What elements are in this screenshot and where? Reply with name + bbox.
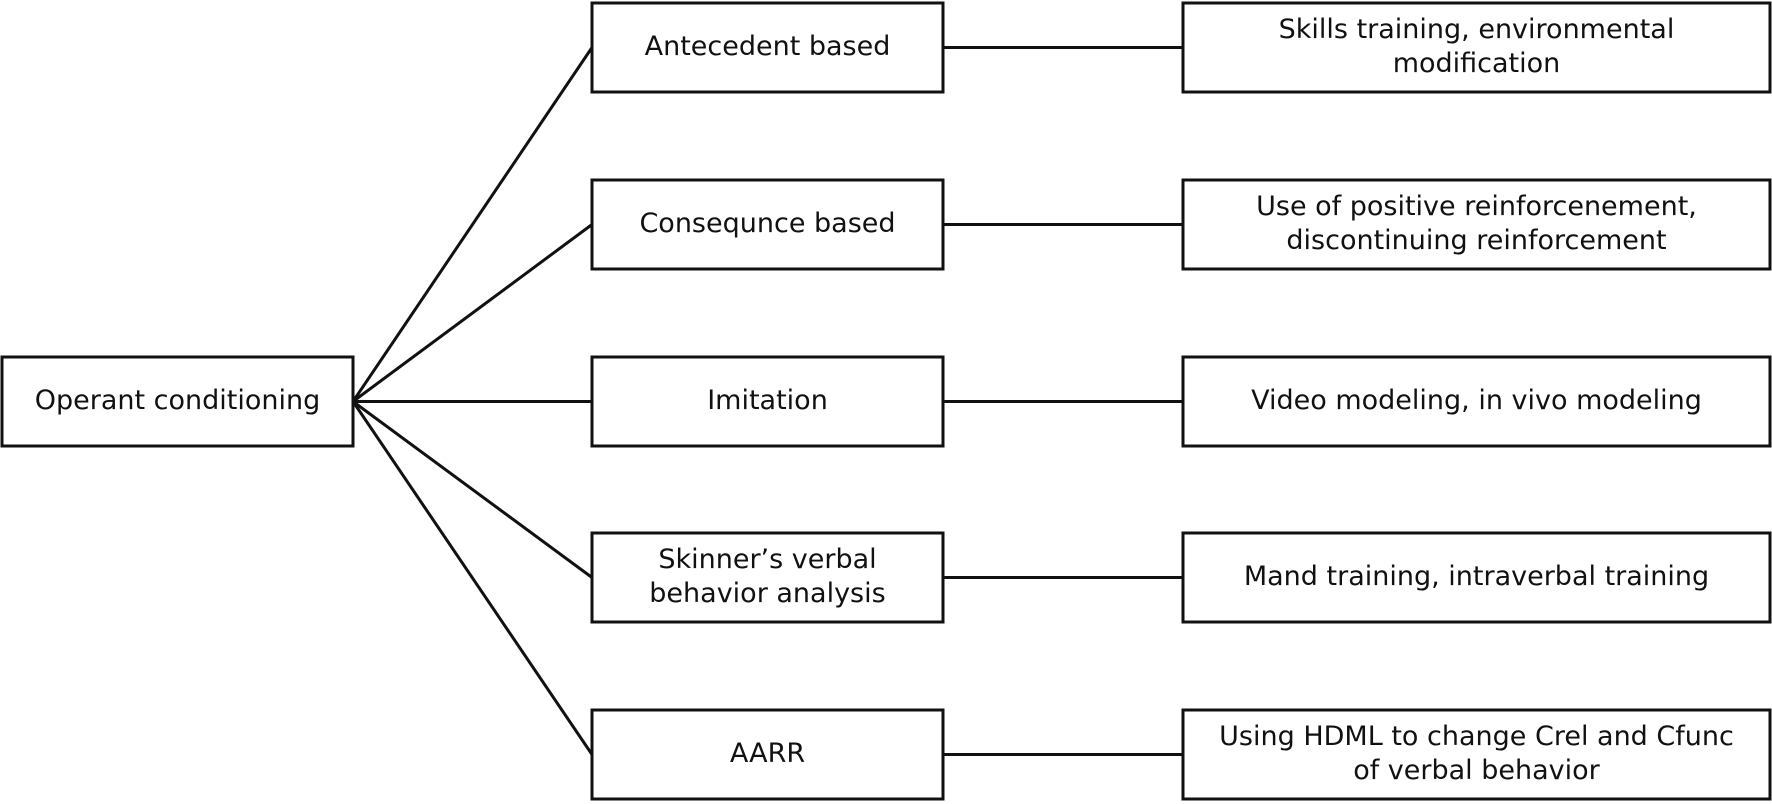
example-label: Using HDML to change Crel and Cfunc <box>1219 721 1734 752</box>
method-box-1 <box>590 1 945 94</box>
method-label: Consequnce based <box>639 208 895 239</box>
method-box-3 <box>590 355 945 448</box>
method-label: Skinner’s verbal <box>658 544 876 575</box>
connector-root-branch-1 <box>351 46 594 403</box>
root-label: Operant conditioning <box>35 385 321 416</box>
example-box-5 <box>1181 708 1772 801</box>
example-label: modification <box>1393 48 1561 79</box>
method-label: Antecedent based <box>645 31 891 62</box>
example-box-1 <box>1181 1 1772 94</box>
method-label: behavior analysis <box>649 578 885 609</box>
example-label: of verbal behavior <box>1353 755 1600 786</box>
example-box-3 <box>1181 355 1772 448</box>
method-box-4 <box>590 531 945 624</box>
connector-root-branch-4 <box>352 400 593 579</box>
connector-root-branch-2 <box>352 223 593 403</box>
example-label: Mand training, intraverbal training <box>1244 561 1709 592</box>
example-box-4 <box>1181 531 1772 624</box>
example-label: discontinuing reinforcement <box>1286 225 1666 256</box>
method-box-5 <box>590 708 945 801</box>
example-label: Video modeling, in vivo modeling <box>1251 385 1702 416</box>
root-box <box>0 355 355 448</box>
connector-root-branch-5 <box>351 400 594 756</box>
method-label: Imitation <box>707 385 828 416</box>
method-label: AARR <box>730 738 805 769</box>
example-label: Use of positive reinforcenement, <box>1256 191 1697 222</box>
example-label: Skills training, environmental <box>1279 14 1675 45</box>
example-box-2 <box>1181 178 1772 271</box>
method-box-2 <box>590 178 945 271</box>
